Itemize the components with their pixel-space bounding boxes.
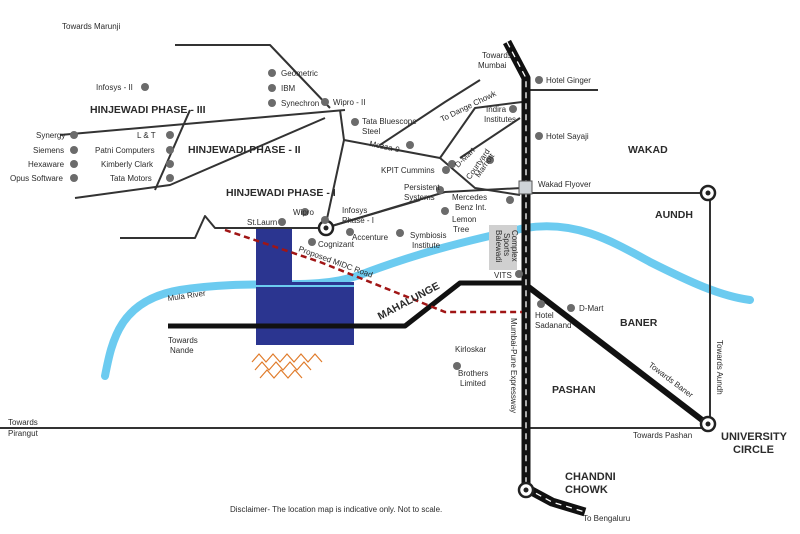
kirloskar-label-3: Limited <box>460 379 486 388</box>
mezza-9-label: Mezza-9 <box>369 139 401 154</box>
kirloskar-label-1: Kirloskar <box>455 345 486 354</box>
hinjewadi-phase-2-label: HINJEWADI PHASE - II <box>188 144 301 156</box>
wipro-2-label: Wipro - II <box>333 98 365 107</box>
towards-nande-label-1: Towards <box>168 336 198 345</box>
kimberly-label: Kimberly Clark <box>101 160 154 169</box>
nande-road <box>168 280 526 329</box>
balewadi-sports-complex <box>489 225 517 270</box>
mercedes-label-1: Mercedes <box>452 193 487 202</box>
towards-mumbai-label-1: Towards <box>482 51 512 60</box>
chandni-chowk-label-1: CHANDNI <box>565 471 616 483</box>
towards-mumbai-label-2: Mumbai <box>478 61 507 70</box>
mahalunge-label: MAHALUNGE <box>376 280 442 323</box>
wakad-label: WAKAD <box>628 144 668 156</box>
mula-river <box>101 222 754 380</box>
aundh-label: AUNDH <box>655 209 693 221</box>
wipro-label: Wipro <box>293 208 314 217</box>
baner-road <box>524 282 708 426</box>
hills-icon <box>251 353 323 379</box>
symbiosis-label-2: Institute <box>412 241 441 250</box>
lemon-tree-label-1: Lemon <box>452 215 476 224</box>
st-laurn-label: St.Laurn <box>247 218 277 227</box>
mercedes-label-2: Benz Int. <box>455 203 487 212</box>
tata-bluescope-label-2: Steel <box>362 127 380 136</box>
towards-aundh-label: Towards Aundh <box>715 340 724 395</box>
baner-label: BANER <box>620 317 658 329</box>
wakad-flyover-marker <box>518 180 533 195</box>
midc-road-label: Proposed MIDC Road <box>297 244 374 279</box>
accenture-label: Accenture <box>352 233 389 242</box>
hotel-sadanand-label-2: Sadanand <box>535 321 571 330</box>
towards-pirangut-label-1: Towards <box>8 418 38 427</box>
infosys-1-label-2: Phase - I <box>342 216 374 225</box>
siemens-label: Siemens <box>33 146 64 155</box>
persistent-label-2: Systems <box>404 193 435 202</box>
persistent-label-1: Persistent <box>404 183 440 192</box>
to-bengaluru-label: To Bengaluru <box>583 514 630 523</box>
chandni-chowk-label-2: CHOWK <box>565 484 608 496</box>
dmart-baner-label: D-Mart <box>579 304 604 313</box>
hexaware-label: Hexaware <box>28 160 65 169</box>
disclaimer-text: Disclaimer- The location map is indicati… <box>230 505 442 514</box>
expressway-label: Mumbai-Pune Expressway <box>509 318 518 413</box>
tata-motors-label: Tata Motors <box>110 174 152 183</box>
towards-marunji-label: Towards Marunji <box>62 22 120 31</box>
hotel-ginger-label: Hotel Ginger <box>546 76 591 85</box>
lt-label: L & T <box>137 131 156 140</box>
proposed-midc-road <box>224 228 522 314</box>
balewadi-label-2: Sports <box>502 233 511 256</box>
towards-nande-label-2: Nande <box>170 346 194 355</box>
synergy-label: Synergy <box>36 131 65 140</box>
balewadi-label-3: Complex <box>510 230 519 262</box>
towards-pirangut-label-2: Pirangut <box>8 429 39 438</box>
indira-label-1: Indira <box>486 105 507 114</box>
hotel-sayaji-label: Hotel Sayaji <box>546 132 589 141</box>
synechron-label: Synechron <box>281 99 319 108</box>
cognizant-label: Cognizant <box>318 240 355 249</box>
indira-label-2: Institutes <box>484 115 516 124</box>
hinjewadi-phase-3-label: HINJEWADI PHASE - III <box>90 104 206 116</box>
symbiosis-label-1: Symbiosis <box>410 231 446 240</box>
hinjewadi-phase-1-label: HINJEWADI PHASE - I <box>226 187 336 199</box>
lemon-tree-label-2: Tree <box>453 225 470 234</box>
balewadi-label-1: Balewadi <box>494 230 503 263</box>
landmark-markers <box>70 69 575 370</box>
patni-label: Patni Computers <box>95 146 155 155</box>
wakad-flyover-label: Wakad Flyover <box>538 180 591 189</box>
vits-label: VITS <box>494 271 512 280</box>
infosys-2-label: Infosys - II <box>96 83 133 92</box>
towards-pashan-label: Towards Pashan <box>633 431 692 440</box>
roads <box>0 44 711 429</box>
university-circle-label-1: UNIVERSITY <box>721 431 788 443</box>
pashan-label: PASHAN <box>552 384 596 396</box>
geometric-label: Geometric <box>281 69 318 78</box>
kpit-label: KPIT Cummins <box>381 166 435 175</box>
university-circle-label-2: CIRCLE <box>733 444 774 456</box>
tata-bluescope-label-1: Tata Bluescope <box>362 117 417 126</box>
hotel-sadanand-label-1: Hotel <box>535 311 554 320</box>
infosys-1-label-1: Infosys <box>342 206 367 215</box>
opus-software-label: Opus Software <box>10 174 63 183</box>
ibm-label: IBM <box>281 84 296 93</box>
kirloskar-label-2: Brothers <box>458 369 488 378</box>
